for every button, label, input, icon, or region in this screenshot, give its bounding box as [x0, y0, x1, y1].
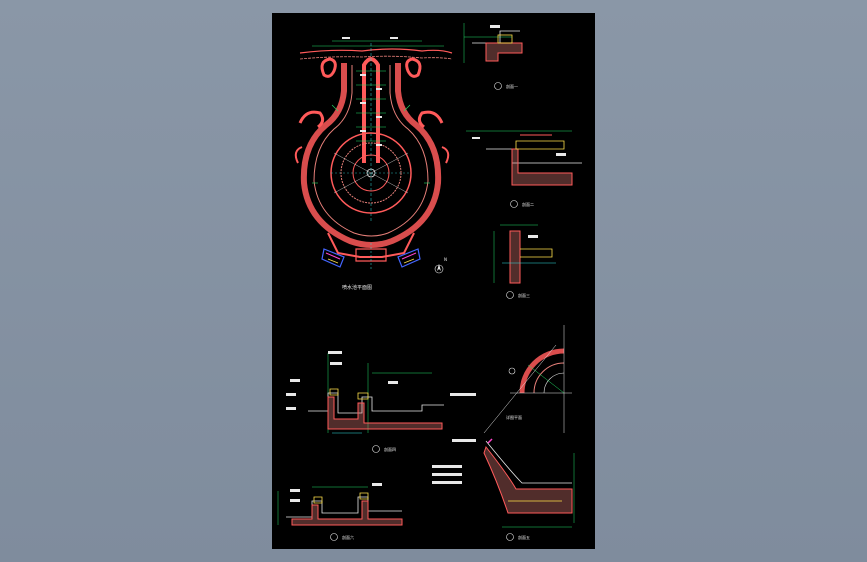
entrance-step: [355, 248, 387, 262]
main-plan-label: 喷水池平面图: [342, 284, 372, 291]
section-2-label: 剖面二: [522, 201, 534, 207]
cad-drawing-canvas: 喷水池平面图 N 剖面一 剖面二: [277, 23, 582, 541]
section-3-marker: [506, 291, 514, 299]
section-1-marker: [494, 82, 502, 90]
detail-plan: 详图平面: [506, 325, 572, 433]
left-lower-scroll: [298, 110, 325, 129]
section-2-detail: 剖面二: [466, 130, 582, 208]
section-4-label: 剖面四: [384, 446, 396, 452]
section-5-label: 剖面五: [518, 534, 530, 540]
left-hook-ornament: [294, 146, 303, 164]
section-5-detail: 剖面五: [432, 344, 575, 541]
plan-boundary-line: [299, 48, 453, 54]
entrance-planter-left: [321, 248, 345, 268]
right-lower-scroll: [417, 110, 444, 129]
detail-plan-label: 详图平面: [506, 414, 522, 420]
section-5-marker: [506, 533, 514, 541]
cad-drawing-sheet: 喷水池平面图 N 剖面一 剖面二: [272, 13, 595, 549]
north-arrow-icon: N: [434, 257, 447, 274]
plan-dimension-text: [342, 37, 398, 146]
right-scroll-ornament: [405, 57, 422, 78]
plan-boundary-line: [299, 55, 453, 60]
fountain-outer-wall: [300, 63, 442, 248]
section-6-marker: [330, 533, 338, 541]
section-3-detail: 剖面三: [493, 224, 556, 299]
north-label: N: [444, 257, 447, 262]
fountain-inner-wall: [313, 65, 429, 237]
section-6-detail: 剖面六: [277, 483, 403, 541]
section-2-marker: [510, 200, 518, 208]
section-4-marker: [372, 445, 380, 453]
fountain-plan: 喷水池平面图 N: [294, 37, 453, 291]
section-1-detail: 剖面一: [463, 23, 523, 90]
right-hook-ornament: [441, 146, 450, 164]
section-1-label: 剖面一: [506, 83, 518, 89]
section-3-label: 剖面三: [518, 292, 530, 298]
left-scroll-ornament: [320, 57, 337, 78]
entrance-planter-right: [397, 248, 421, 268]
section-4-detail: 剖面四: [286, 351, 476, 453]
plan-dimension-ticks: [312, 70, 430, 184]
section-6-label: 剖面六: [342, 534, 354, 540]
